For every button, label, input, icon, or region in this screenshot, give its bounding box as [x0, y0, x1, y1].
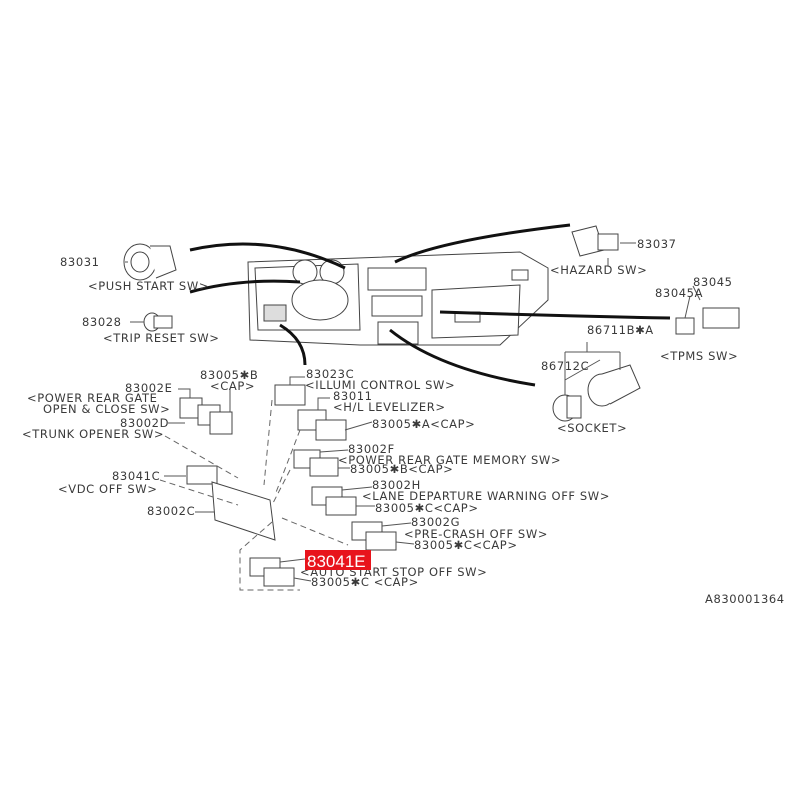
tpms-switch — [675, 307, 740, 335]
label-vdc-off-sw: <VDC OFF SW> — [58, 482, 158, 496]
label-cap: <CAP> — [210, 379, 255, 393]
label-83002e: 83002E — [125, 381, 172, 395]
label-push-start-sw: <PUSH START SW> — [88, 279, 209, 293]
label-83002c: 83002C — [147, 504, 195, 518]
label-83011: 83011 — [333, 389, 373, 403]
leader-curve — [189, 242, 346, 270]
label-socket: <SOCKET> — [557, 421, 627, 435]
label-trunk-opener-sw: <TRUNK OPENER SW> — [22, 427, 164, 441]
label-83005-a-cap: 83005✱A<CAP> — [372, 417, 475, 431]
label-83037: 83037 — [637, 237, 677, 251]
label-tpms-sw: <TPMS SW> — [660, 349, 738, 363]
label-83002d: 83002D — [120, 416, 169, 430]
trip-reset-switch — [143, 312, 173, 332]
label-83028: 83028 — [82, 315, 122, 329]
label-83023c: 83023C — [306, 367, 354, 381]
hazard-switch — [571, 225, 619, 257]
label-86712c: 86712C — [541, 359, 589, 373]
highlight-label: 83041E — [307, 552, 366, 571]
socket-parts — [552, 342, 641, 422]
label-83005-b: 83005✱B — [200, 368, 258, 382]
label-83031: 83031 — [60, 255, 100, 269]
label-86711b-a: 86711B✱A — [587, 323, 654, 337]
highlighted-part-83041e[interactable]: 83041E — [305, 550, 371, 571]
label-hl-levelizer: <H/L LEVELIZER> — [333, 400, 446, 414]
label-83005-b-cap: 83005✱B<CAP> — [350, 462, 453, 476]
label-power-rear-gate: <POWER REAR GATE — [27, 391, 157, 405]
label-83002f: 83002F — [348, 442, 395, 456]
label-83005-c-cap: 83005✱C <CAP> — [311, 575, 419, 589]
push-start-switch — [123, 243, 177, 281]
label-83005-c-cap: 83005✱C<CAP> — [375, 501, 479, 515]
leader-curve — [189, 279, 301, 294]
label-83002g: 83002G — [411, 515, 460, 529]
label-power-rear-gate-memory-sw: <POWER REAR GATE MEMORY SW> — [338, 453, 561, 467]
diagram-id: A830001364 — [705, 592, 785, 606]
label-lane-departure-sw: <LANE DEPARTURE WARNING OFF SW> — [362, 489, 610, 503]
switch-bank — [179, 384, 397, 587]
label-83002h: 83002H — [372, 478, 421, 492]
label-trip-reset-sw: <TRIP RESET SW> — [103, 331, 219, 345]
leader-curve — [389, 328, 536, 387]
leader-curve — [439, 310, 671, 320]
dashboard-illustration — [247, 251, 549, 346]
label-hazard-sw: <HAZARD SW> — [550, 263, 647, 277]
label-83045: 83045 — [693, 275, 733, 289]
label-83045a: 83045A — [655, 286, 703, 300]
leader-curve — [279, 323, 307, 366]
label-83005-c-cap: 83005✱C<CAP> — [414, 538, 518, 552]
leader-curve — [394, 223, 571, 264]
label-pre-crash-off-sw: <PRE-CRASH OFF SW> — [404, 527, 548, 541]
label-illumi-control-sw: <ILLUMI CONTROL SW> — [305, 378, 455, 392]
label-open-close-sw: OPEN & CLOSE SW> — [43, 402, 170, 416]
label-83041c: 83041C — [112, 469, 160, 483]
